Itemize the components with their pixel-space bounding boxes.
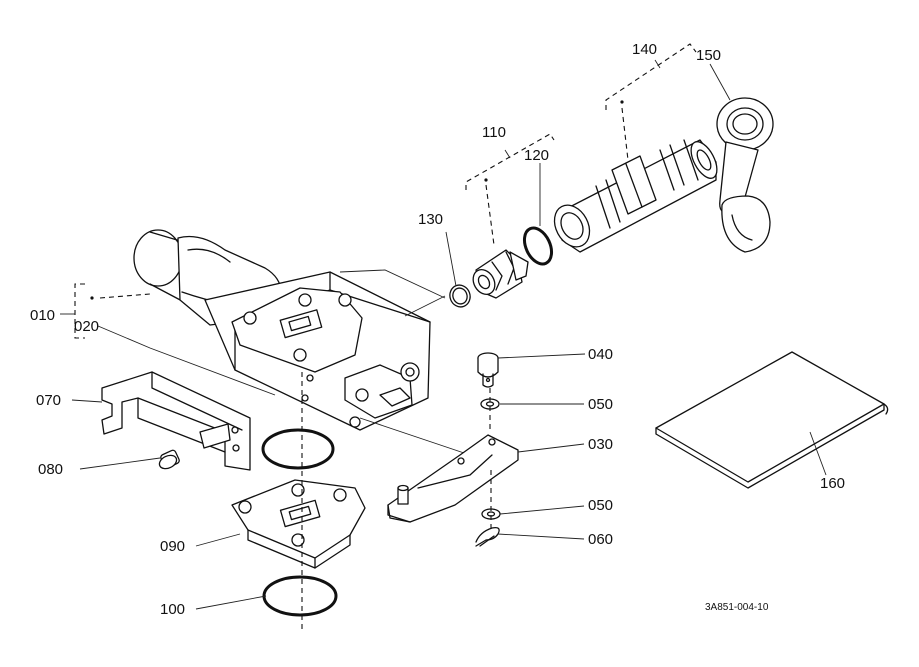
group-bracket-110 bbox=[465, 133, 555, 246]
callout-050-bottom: 050 bbox=[588, 497, 613, 514]
dust-cap-150 bbox=[716, 97, 774, 253]
bracket-070 bbox=[101, 371, 251, 471]
oring-120 bbox=[522, 226, 554, 266]
oring-100 bbox=[262, 575, 338, 617]
reference-code: 3A851-004-10 bbox=[705, 602, 769, 613]
pin-040 bbox=[477, 352, 499, 388]
callouts: 010 020 030 040 050 050 060 070 080 090 … bbox=[30, 41, 845, 618]
callout-130: 130 bbox=[418, 211, 443, 228]
callout-100: 100 bbox=[160, 601, 185, 618]
callout-010: 010 bbox=[30, 307, 55, 324]
callout-050-top: 050 bbox=[588, 396, 613, 413]
oring-020 bbox=[261, 428, 335, 470]
callout-030: 030 bbox=[588, 436, 613, 453]
leader-lines bbox=[71, 63, 827, 610]
group-bracket-140 bbox=[605, 43, 697, 161]
callout-060: 060 bbox=[588, 531, 613, 548]
callout-070: 070 bbox=[36, 392, 61, 409]
lever-plate-030 bbox=[387, 434, 519, 523]
oring-130 bbox=[449, 284, 471, 308]
callout-040: 040 bbox=[588, 346, 613, 363]
split-pin-060 bbox=[475, 526, 500, 547]
booklet-160 bbox=[655, 351, 889, 489]
callout-140: 140 bbox=[632, 41, 657, 58]
group-bracket-010 bbox=[60, 283, 151, 339]
callout-120: 120 bbox=[524, 147, 549, 164]
valve-body bbox=[133, 229, 471, 456]
callout-080: 080 bbox=[38, 461, 63, 478]
callout-110: 110 bbox=[482, 124, 506, 141]
adaptor-110 bbox=[472, 249, 529, 299]
callout-160: 160 bbox=[820, 475, 845, 492]
cover-plate-090 bbox=[231, 479, 366, 569]
callout-150: 150 bbox=[696, 47, 721, 64]
coupler-140 bbox=[553, 139, 718, 253]
callout-090: 090 bbox=[160, 538, 185, 555]
plug-080 bbox=[158, 449, 180, 470]
callout-020: 020 bbox=[74, 318, 99, 335]
